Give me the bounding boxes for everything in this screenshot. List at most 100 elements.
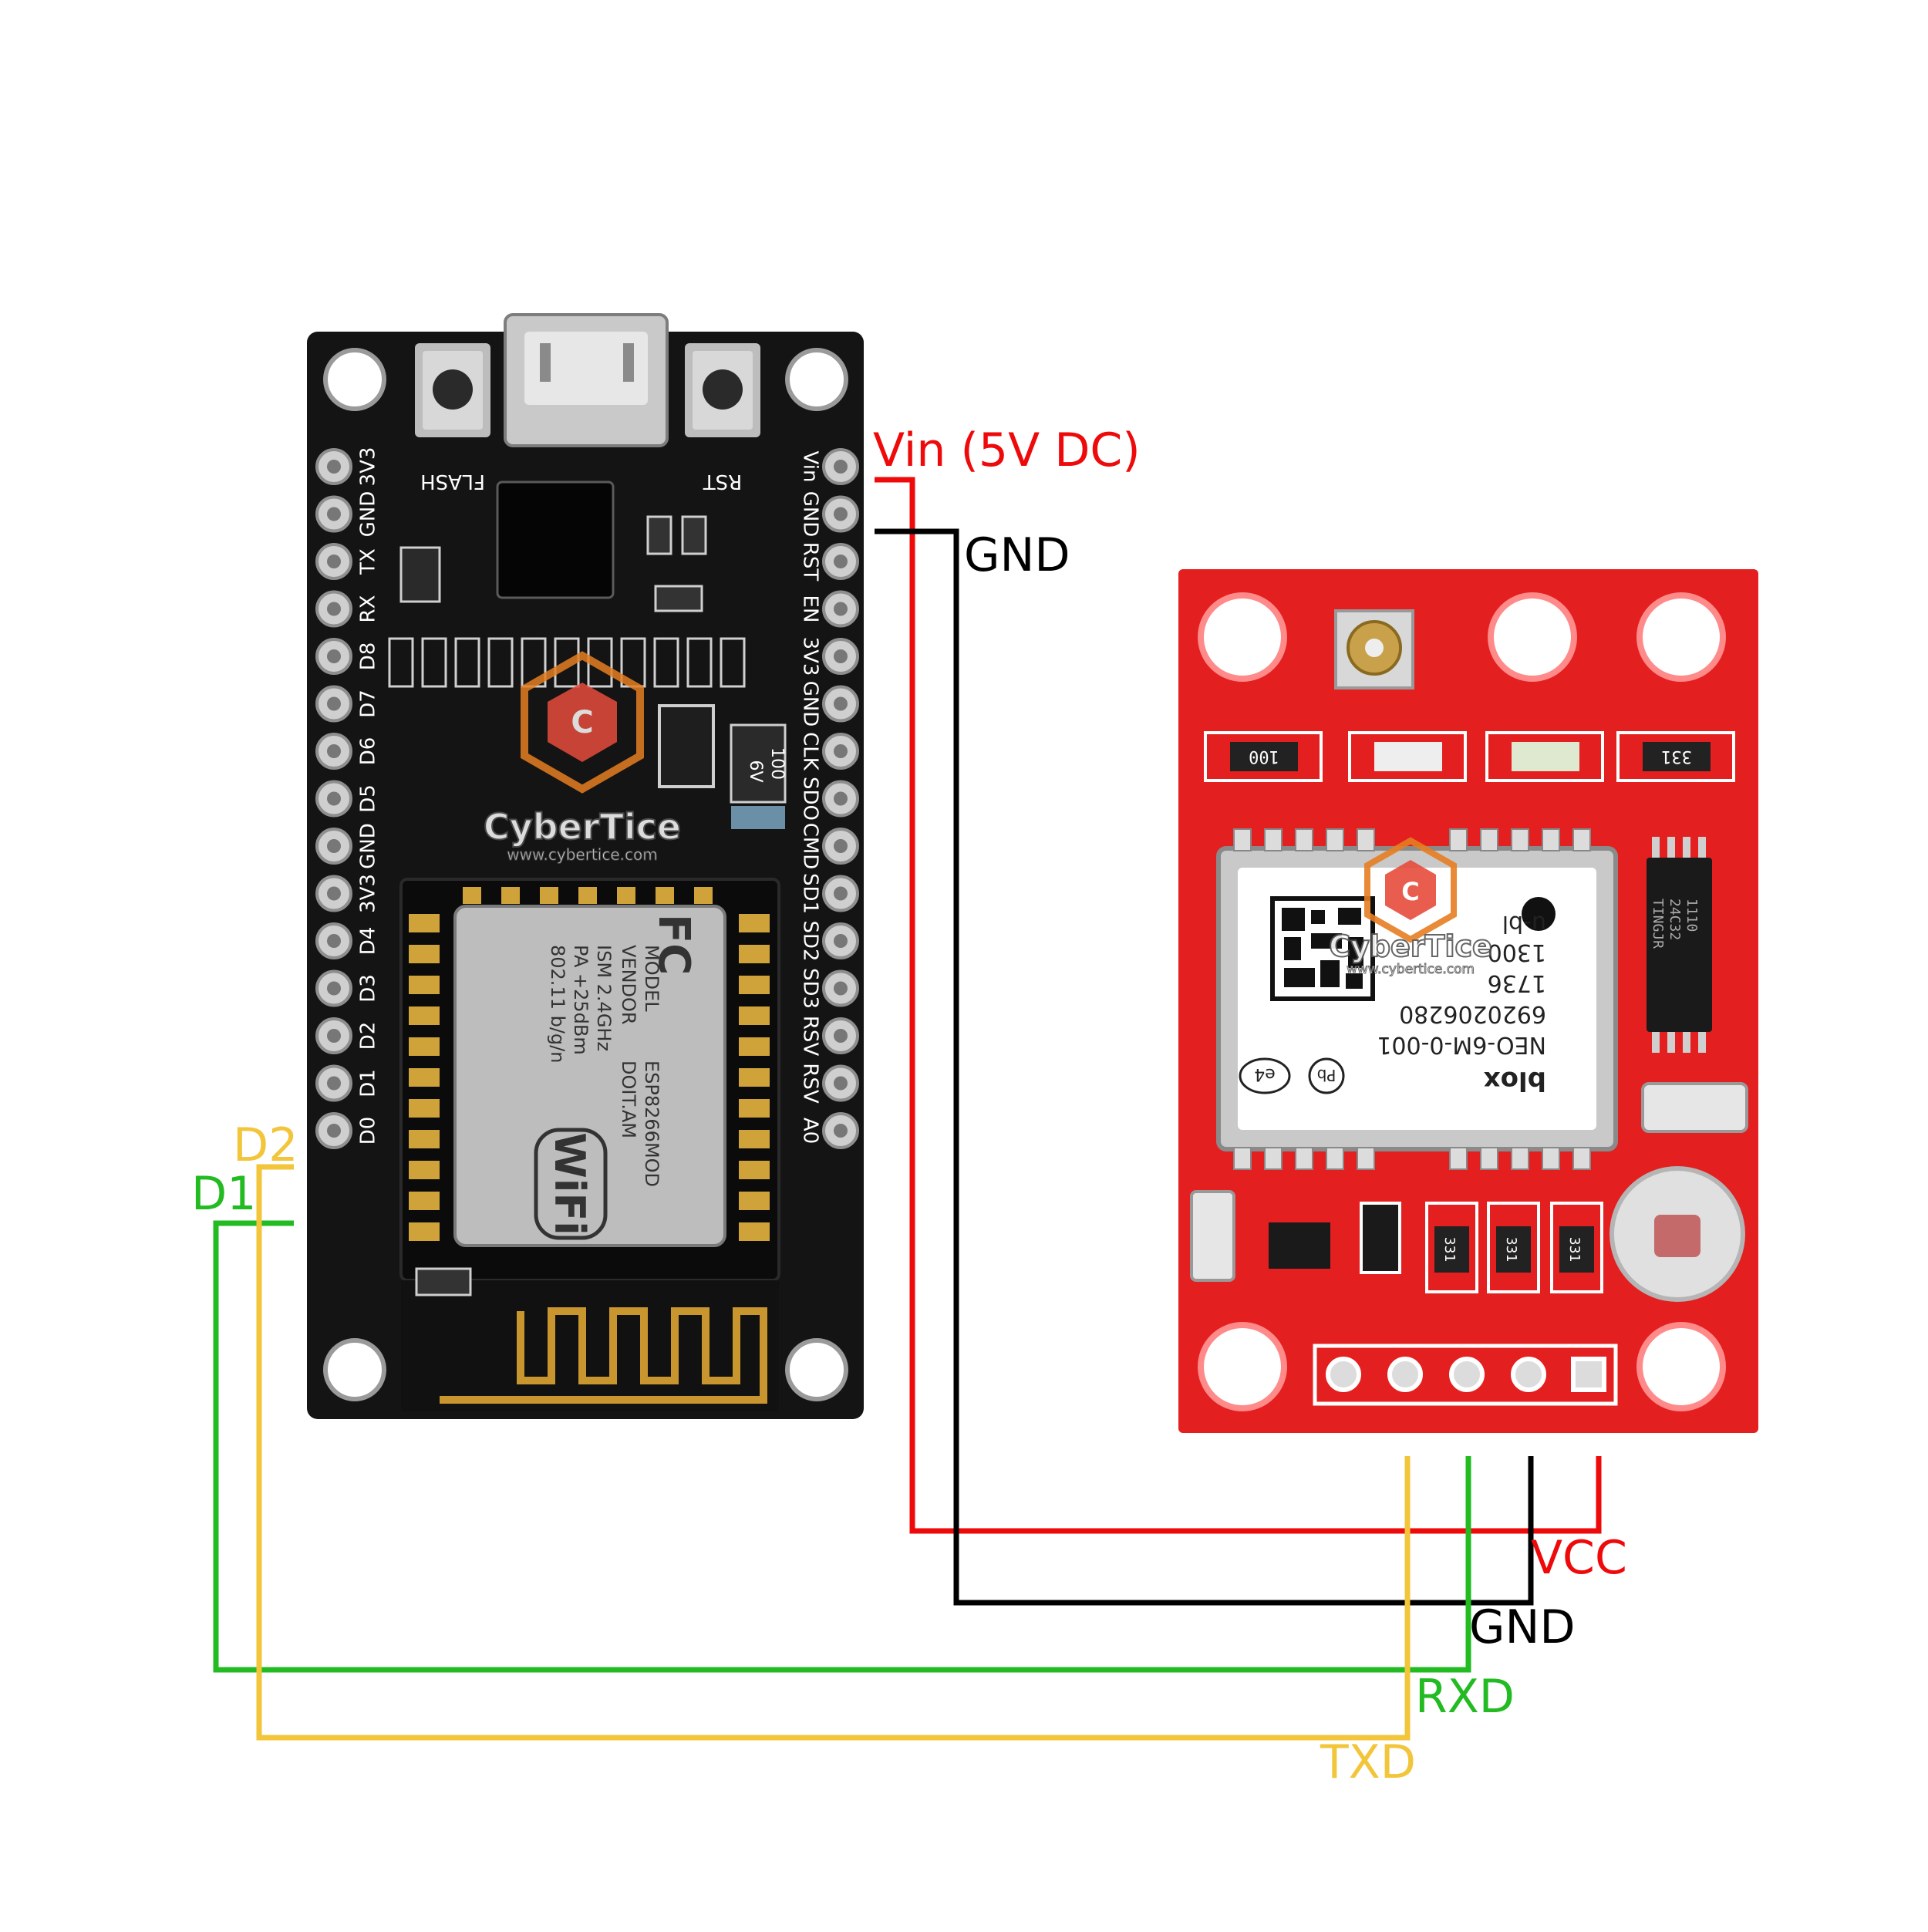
- flash-button: [415, 343, 490, 437]
- right-pin-hole-12: [834, 1029, 848, 1043]
- gps-resistor-1: 331: [1661, 747, 1692, 766]
- cap-label-top: 100: [767, 747, 787, 780]
- wifi-mark: WiFi: [545, 1132, 594, 1235]
- left-pin-hole-2: [327, 555, 341, 568]
- vcc-label: VCC: [1531, 1531, 1627, 1585]
- pcb-antenna: [401, 1280, 779, 1411]
- right-pin-label-10: SD2: [799, 920, 822, 961]
- d2-label: D2: [233, 1118, 298, 1172]
- svg-text:C: C: [571, 705, 593, 740]
- gps-hole-tl: [1198, 592, 1287, 682]
- esp8266-module: MODEL VENDOR ESP8266MOD DOIT.AM ISM 2.4G…: [399, 878, 780, 1282]
- left-pin-label-8: GND: [357, 823, 380, 869]
- mount-hole-tr: [785, 348, 848, 411]
- fcc-mark: FC: [649, 914, 699, 975]
- module-line-5: PA +25dBm: [570, 945, 592, 1055]
- rst-label: RST: [703, 470, 743, 493]
- right-pin-hole-4: [834, 649, 848, 663]
- right-pin-label-5: GND: [799, 681, 822, 727]
- cap-label-bottom: 6V: [746, 760, 765, 782]
- rxd-label: RXD: [1415, 1670, 1515, 1724]
- left-pin-hole-8: [327, 839, 341, 853]
- right-pin-label-13: RSV: [799, 1063, 822, 1104]
- neo6m-line-3: 6920206280: [1399, 1000, 1546, 1027]
- left-pin-hole-11: [327, 981, 341, 996]
- neo6m-line-0: u-bl: [1502, 910, 1546, 937]
- tantalum-capacitor: [730, 723, 787, 804]
- gps-diode: [1360, 1202, 1401, 1274]
- gps-pin-2: [1387, 1357, 1423, 1392]
- gps-hole-bl: [1198, 1322, 1287, 1411]
- left-pin-hole-1: [327, 507, 341, 521]
- mount-hole-br: [785, 1338, 848, 1401]
- right-pin-hole-9: [834, 886, 848, 901]
- left-pin-label-0: 3V3: [357, 447, 380, 487]
- d1-label: D1: [191, 1167, 256, 1221]
- gps-hole-tm: [1488, 592, 1577, 682]
- left-pin-label-1: GND: [357, 491, 380, 538]
- left-pin-hole-0: [327, 460, 341, 474]
- neo6m-module: u-bl 1300 1736 6920206280 NEO-6M-0-001 b…: [1216, 828, 1618, 1170]
- module-line-3: DOIT.AM: [618, 1060, 639, 1138]
- wire-gnd-gnd: [875, 528, 1534, 1606]
- gps-pin-1: [1326, 1357, 1361, 1392]
- ublox-brand: blox: [1484, 1065, 1546, 1096]
- micro-usb-opening: [524, 332, 648, 405]
- gps-resistor-group: [1425, 1202, 1603, 1293]
- wifi-logo: [534, 1128, 608, 1240]
- pb-free-mark: [1308, 1057, 1345, 1094]
- module-line-1: VENDOR: [618, 945, 639, 1025]
- eeprom-chip: 1110 24C32 TINGJR: [1647, 837, 1712, 1053]
- gps-header: [1313, 1344, 1618, 1406]
- eeprom-line-2: TINGJR: [1650, 899, 1666, 949]
- gps-resistor-0: 100: [1249, 747, 1279, 766]
- wire-d1-rxd: [213, 1220, 1471, 1673]
- right-pin-label-14: A0: [799, 1118, 822, 1144]
- gps-hole-tr: [1636, 592, 1726, 682]
- left-pin-label-5: D7: [357, 690, 380, 718]
- wire-d2-txd: [256, 1164, 1411, 1741]
- right-pin-label-0: Vin: [799, 451, 822, 483]
- right-pin-label-9: SD1: [799, 873, 822, 914]
- neo6m-line-2: 1736: [1488, 969, 1546, 996]
- left-pin-label-14: D0: [357, 1117, 380, 1145]
- gps-cap-left: [1190, 1190, 1235, 1282]
- right-pin-hole-10: [834, 934, 848, 948]
- ufl-antenna-connector: [1334, 609, 1414, 690]
- eeprom-line-1: 24C32: [1667, 899, 1683, 940]
- left-pin-label-3: RX: [357, 595, 380, 623]
- esp8266-shield: [453, 905, 726, 1247]
- neo6m-line-1: 1300: [1488, 939, 1546, 966]
- module-line-6: 802.11 b/g/n: [547, 945, 568, 1063]
- right-pin-hole-14: [834, 1124, 848, 1138]
- right-pin-hole-5: [834, 696, 848, 711]
- gps-board: 100 331 u-bl 1300 1: [1178, 569, 1758, 1433]
- left-pin-hole-5: [327, 696, 341, 711]
- right-pin-label-3: EN: [799, 595, 822, 623]
- esp8266-shield-text: MODEL VENDOR ESP8266MOD DOIT.AM ISM 2.4G…: [534, 914, 699, 1240]
- nodemcu-board: FLASH RST 100 6V: [307, 313, 864, 1419]
- right-pin-hole-13: [834, 1076, 848, 1091]
- txd-label: TXD: [1320, 1735, 1416, 1789]
- left-pin-label-13: D1: [357, 1069, 380, 1097]
- left-pin-label-7: D5: [357, 784, 380, 813]
- gps-pin-4: [1511, 1357, 1546, 1392]
- right-pin-hole-0: [834, 460, 848, 474]
- gps-capacitor: [1641, 1082, 1748, 1133]
- right-pin-label-4: 3V3: [799, 637, 822, 676]
- right-pin-label-8: CMD: [799, 823, 822, 870]
- gnd-bottom-label: GND: [1469, 1600, 1576, 1654]
- left-pin-hole-7: [327, 791, 341, 806]
- gps-hole-br: [1636, 1322, 1726, 1411]
- watermark-url-1: www.cybertice.com: [507, 845, 657, 864]
- neo6m-label-text: u-bl 1300 1736 6920206280 NEO-6M-0-001 b…: [1239, 910, 1546, 1096]
- backup-battery: [1609, 1166, 1745, 1302]
- gps-resistor-3: 331: [1503, 1237, 1519, 1263]
- right-pin-label-6: CLK: [799, 732, 822, 771]
- rst-button: [685, 343, 760, 437]
- right-pin-label-1: GND: [799, 491, 822, 538]
- flash-label: FLASH: [420, 470, 485, 493]
- module-line-4: ISM 2.4GHz: [593, 945, 615, 1051]
- left-pin-label-11: D3: [357, 974, 380, 1003]
